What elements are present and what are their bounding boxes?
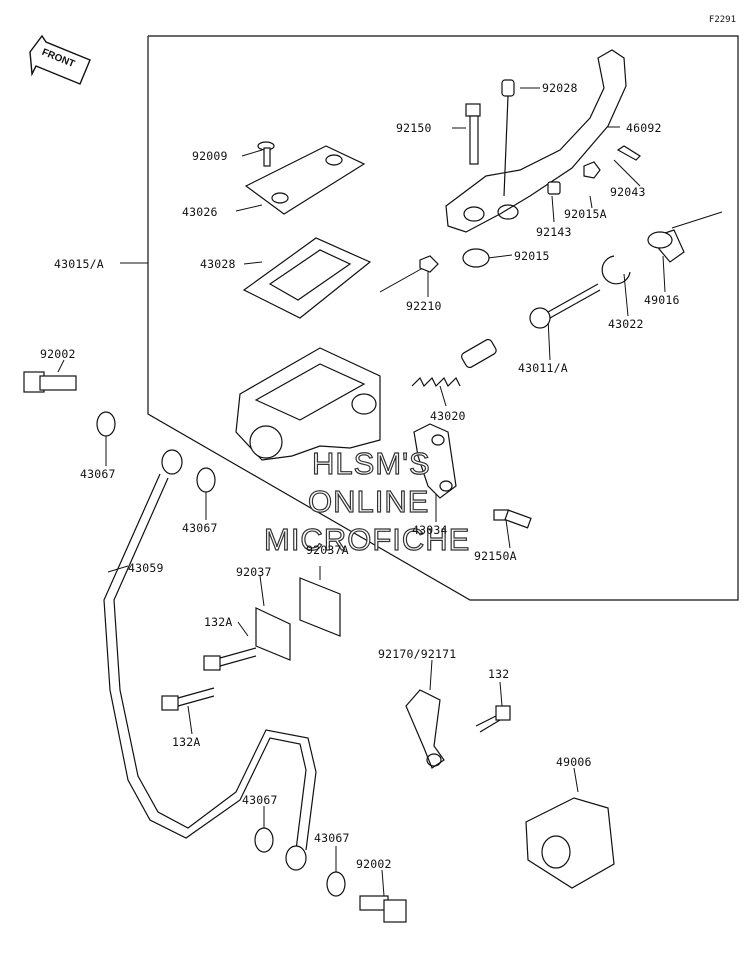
collar <box>547 181 561 195</box>
part-label-92143[interactable]: 92143 <box>536 225 572 239</box>
washer-a <box>96 411 116 437</box>
part-label-92037a[interactable]: 92037A <box>306 543 349 557</box>
brake-hose <box>103 449 317 871</box>
part-label-132[interactable]: 132 <box>488 667 510 681</box>
washer-d <box>326 871 346 897</box>
circlip <box>601 255 631 285</box>
cap-screw <box>257 141 275 167</box>
part-label-92170-92171[interactable]: 92170/92171 <box>378 647 457 661</box>
part-label-43020[interactable]: 43020 <box>430 409 466 423</box>
part-label-132a-lower[interactable]: 132A <box>172 735 201 749</box>
handlebar-clamp <box>413 423 457 499</box>
piston-spring <box>411 376 461 388</box>
nut-92015 <box>462 248 490 268</box>
lever-pin <box>501 79 515 197</box>
part-label-49016[interactable]: 49016 <box>644 293 680 307</box>
hose-bracket <box>255 577 341 661</box>
hose-clamp <box>525 797 615 889</box>
watermark-line-2: ONLINE <box>307 483 430 519</box>
part-label-46092[interactable]: 46092 <box>626 121 662 135</box>
pushrod <box>529 283 601 329</box>
part-label-43067-c[interactable]: 43067 <box>242 793 278 807</box>
watermark-line-1: HLSM'S <box>311 445 431 481</box>
master-cylinder-body <box>235 347 381 461</box>
watermark-line-3: MICROFICHE <box>263 521 471 557</box>
banjo-bolt-lower <box>359 895 407 923</box>
hose-guide <box>405 689 445 769</box>
bolt-132a-upper <box>203 647 257 671</box>
part-label-43067-a[interactable]: 43067 <box>80 467 116 481</box>
part-label-92210[interactable]: 92210 <box>406 299 442 313</box>
part-label-92002-upper[interactable]: 92002 <box>40 347 76 361</box>
part-label-49006[interactable]: 49006 <box>556 755 592 769</box>
part-label-92009[interactable]: 92009 <box>192 149 228 163</box>
dust-boot <box>647 229 685 263</box>
part-label-43011a[interactable]: 43011/A <box>518 361 568 375</box>
part-label-92015[interactable]: 92015 <box>514 249 550 263</box>
diaphragm <box>242 237 372 319</box>
part-label-43034[interactable]: 43034 <box>412 523 448 537</box>
reservoir-cap <box>244 145 366 215</box>
part-label-92043[interactable]: 92043 <box>610 185 646 199</box>
part-label-43015a[interactable]: 43015/A <box>54 257 104 271</box>
part-label-43067-b[interactable]: 43067 <box>182 521 218 535</box>
nut-92015a <box>583 161 601 179</box>
bolt-132a-lower <box>161 687 215 711</box>
washer-b <box>196 467 216 493</box>
banjo-bolt-upper <box>23 371 77 393</box>
part-label-43059[interactable]: 43059 <box>128 561 164 575</box>
pivot-bolt <box>465 103 481 165</box>
part-label-43022[interactable]: 43022 <box>608 317 644 331</box>
part-label-92002-lower[interactable]: 92002 <box>356 857 392 871</box>
part-label-92150[interactable]: 92150 <box>396 121 432 135</box>
part-label-92028[interactable]: 92028 <box>542 81 578 95</box>
part-label-43026[interactable]: 43026 <box>182 205 218 219</box>
part-label-43067-d[interactable]: 43067 <box>314 831 350 845</box>
brake-lever <box>445 49 627 233</box>
part-label-92015a[interactable]: 92015A <box>564 207 607 221</box>
part-label-43028[interactable]: 43028 <box>200 257 236 271</box>
part-label-92150a[interactable]: 92150A <box>474 549 517 563</box>
diagram-code: F2291 <box>708 15 736 25</box>
front-arrow-icon <box>29 34 91 85</box>
part-label-132a-upper[interactable]: 132A <box>204 615 233 629</box>
nut-92210 <box>419 255 439 273</box>
cotter-pin <box>616 145 641 161</box>
washer-c <box>254 827 274 853</box>
piston <box>461 338 497 369</box>
part-label-92037[interactable]: 92037 <box>236 565 272 579</box>
clamp-bolt <box>493 509 532 529</box>
assembly-boundary <box>147 35 739 601</box>
bolt-132 <box>475 705 511 733</box>
